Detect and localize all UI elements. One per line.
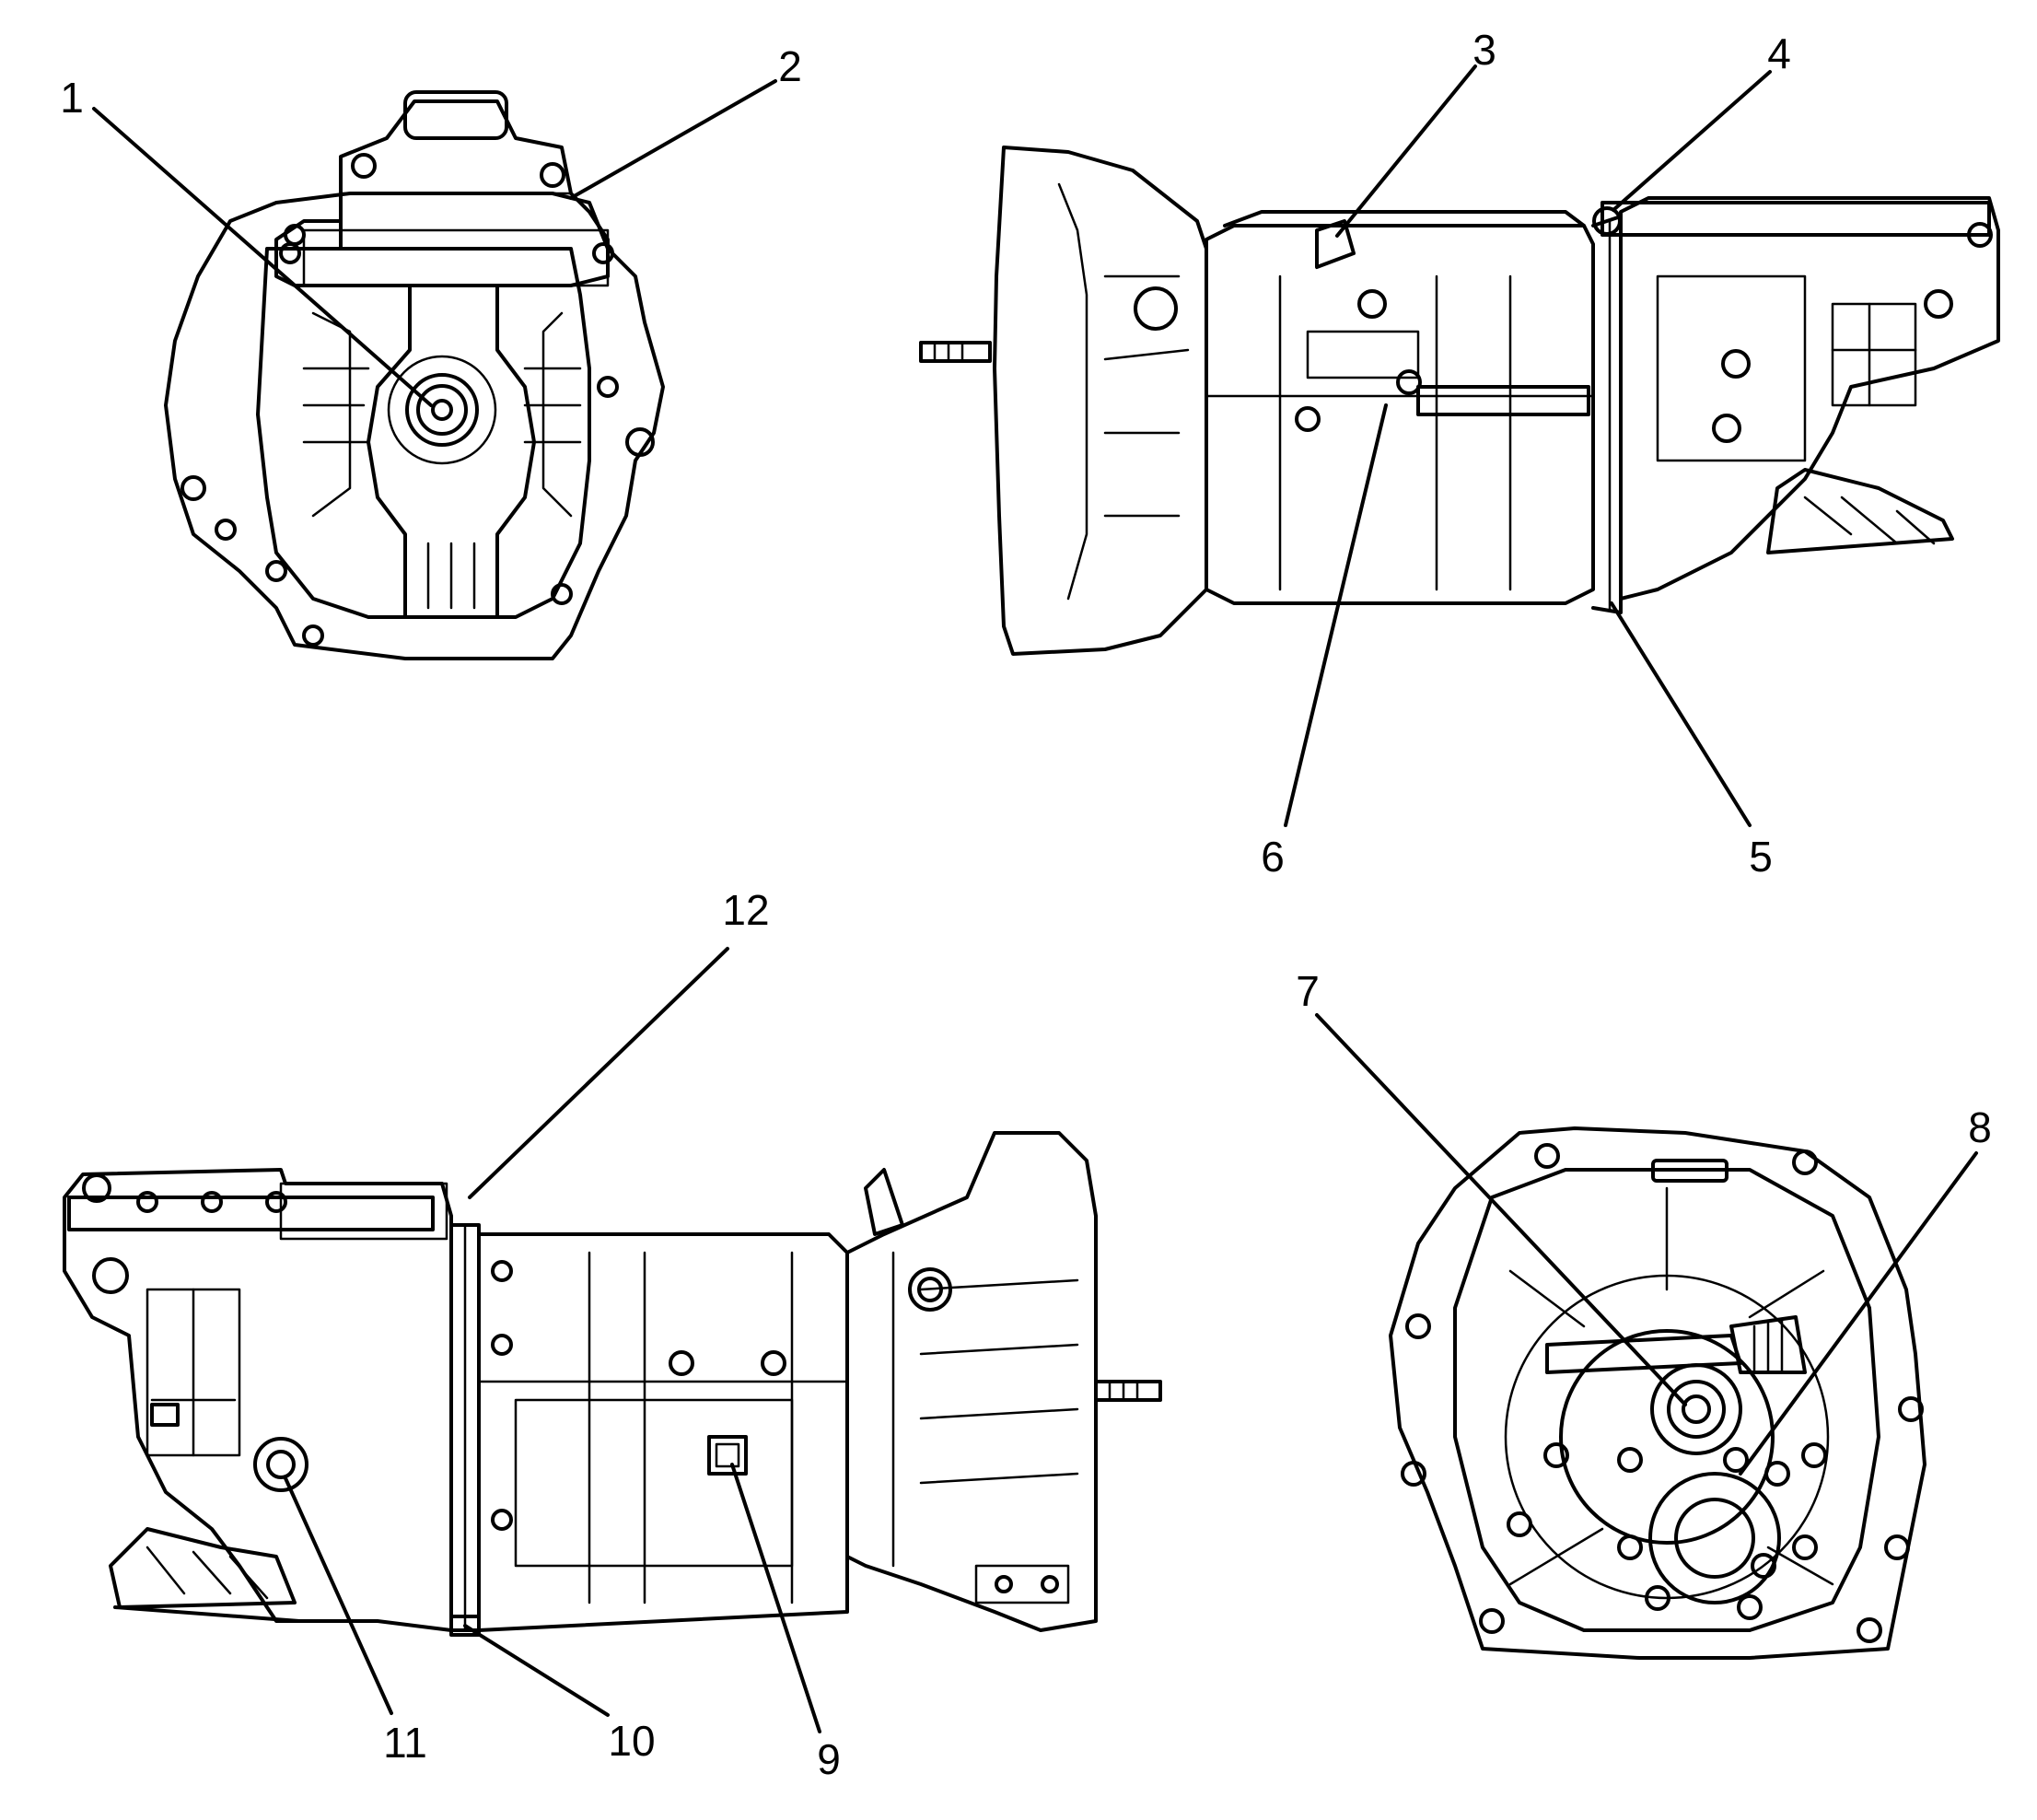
leader-line-5 bbox=[1610, 601, 1752, 827]
front-view-drawing bbox=[1389, 1126, 1926, 1660]
callout-8: 8 bbox=[1968, 1103, 1992, 1151]
callout-3: 3 bbox=[1472, 26, 1496, 74]
leader-line-2 bbox=[569, 79, 777, 200]
callout-1: 1 bbox=[60, 74, 84, 122]
rear-view-drawing bbox=[164, 90, 665, 660]
callout-4: 4 bbox=[1767, 29, 1791, 77]
leader-line-10 bbox=[463, 1624, 610, 1717]
leader-line-11 bbox=[284, 1476, 393, 1715]
leader-line-1 bbox=[92, 107, 433, 407]
leader-line-12 bbox=[468, 947, 729, 1199]
callout-7: 7 bbox=[1296, 967, 1320, 1015]
callout-labels: 1 2 3 4 5 6 7 8 9 10 11 12 bbox=[60, 26, 1992, 1783]
callout-11: 11 bbox=[383, 1719, 427, 1767]
leader-line-6 bbox=[1284, 403, 1388, 827]
leader-line-4 bbox=[1612, 70, 1772, 212]
leader-line-3 bbox=[1335, 64, 1477, 238]
leader-line-7 bbox=[1315, 1013, 1687, 1406]
leader-lines bbox=[92, 64, 1978, 1733]
leader-line-9 bbox=[730, 1463, 821, 1733]
leader-line-8 bbox=[1739, 1151, 1978, 1476]
callout-5: 5 bbox=[1749, 833, 1773, 881]
callout-12: 12 bbox=[722, 886, 769, 934]
callout-6: 6 bbox=[1261, 833, 1285, 881]
callout-10: 10 bbox=[608, 1717, 655, 1765]
callout-9: 9 bbox=[817, 1735, 841, 1783]
right-side-view-drawing bbox=[63, 1131, 1162, 1637]
callout-2: 2 bbox=[778, 42, 802, 90]
left-side-view-drawing bbox=[919, 146, 2000, 656]
